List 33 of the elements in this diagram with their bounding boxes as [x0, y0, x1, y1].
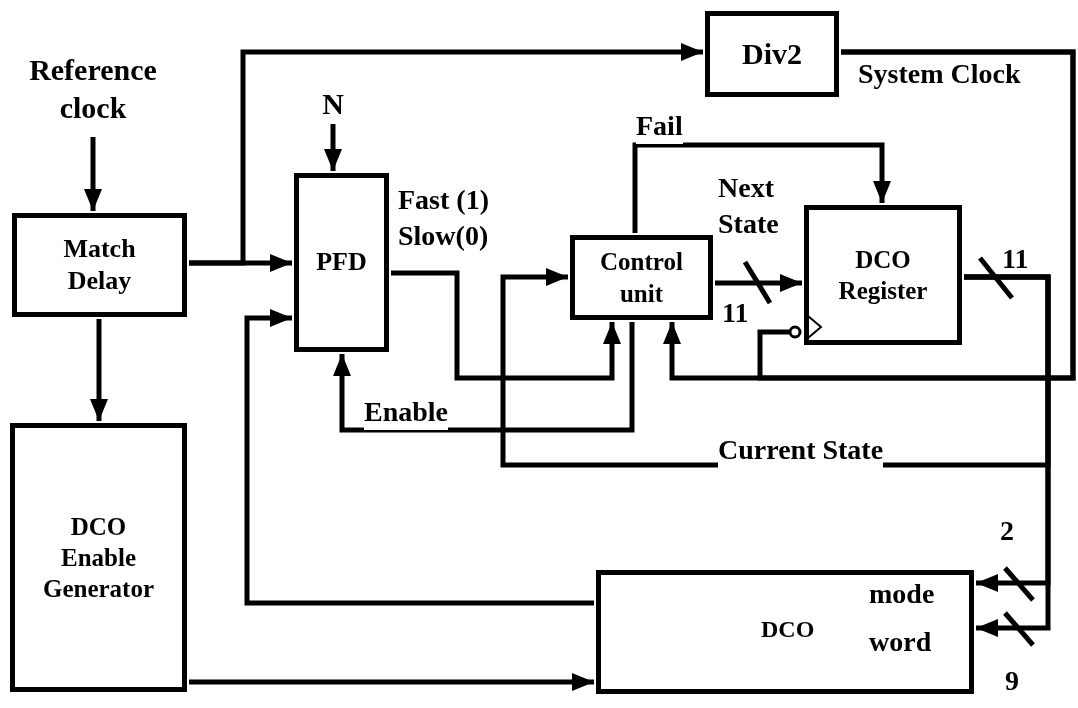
bus-width-label: 11: [1002, 244, 1029, 275]
block-box: [10, 423, 187, 692]
arrow: [244, 309, 594, 606]
bus-width-label: 9: [1005, 666, 1019, 697]
port-label: word: [869, 625, 932, 659]
block-box: [596, 570, 974, 694]
block-label: DCO Enable Generator: [41, 511, 156, 605]
block-label: PFD: [316, 246, 367, 279]
block-box: [570, 235, 713, 320]
arrow: [90, 319, 108, 421]
arrow: [189, 43, 703, 266]
block-label: Control unit: [599, 247, 684, 309]
bus-width-label: 2: [1000, 516, 1014, 547]
block-box: [294, 173, 389, 352]
block-label: DCO Register: [837, 244, 929, 306]
arrow: [84, 137, 102, 211]
inverted-clock-line: [757, 49, 1076, 381]
block-label: Match Delay: [62, 232, 137, 297]
block-label: Div2: [742, 36, 802, 73]
block-box: [804, 205, 962, 345]
arrow: [391, 270, 621, 381]
arrow: [632, 142, 891, 233]
signal-label: N: [322, 86, 344, 123]
block-label: DCO: [761, 615, 815, 644]
arrow: [324, 124, 342, 171]
signal-label: Reference clock: [28, 52, 158, 126]
block-box: [12, 213, 187, 317]
arrow: [715, 274, 802, 292]
arrow: [189, 673, 594, 691]
block-box: [705, 11, 839, 97]
arrow: [333, 322, 635, 433]
bus-width-label: 11: [722, 298, 749, 329]
port-label: mode: [869, 577, 935, 611]
